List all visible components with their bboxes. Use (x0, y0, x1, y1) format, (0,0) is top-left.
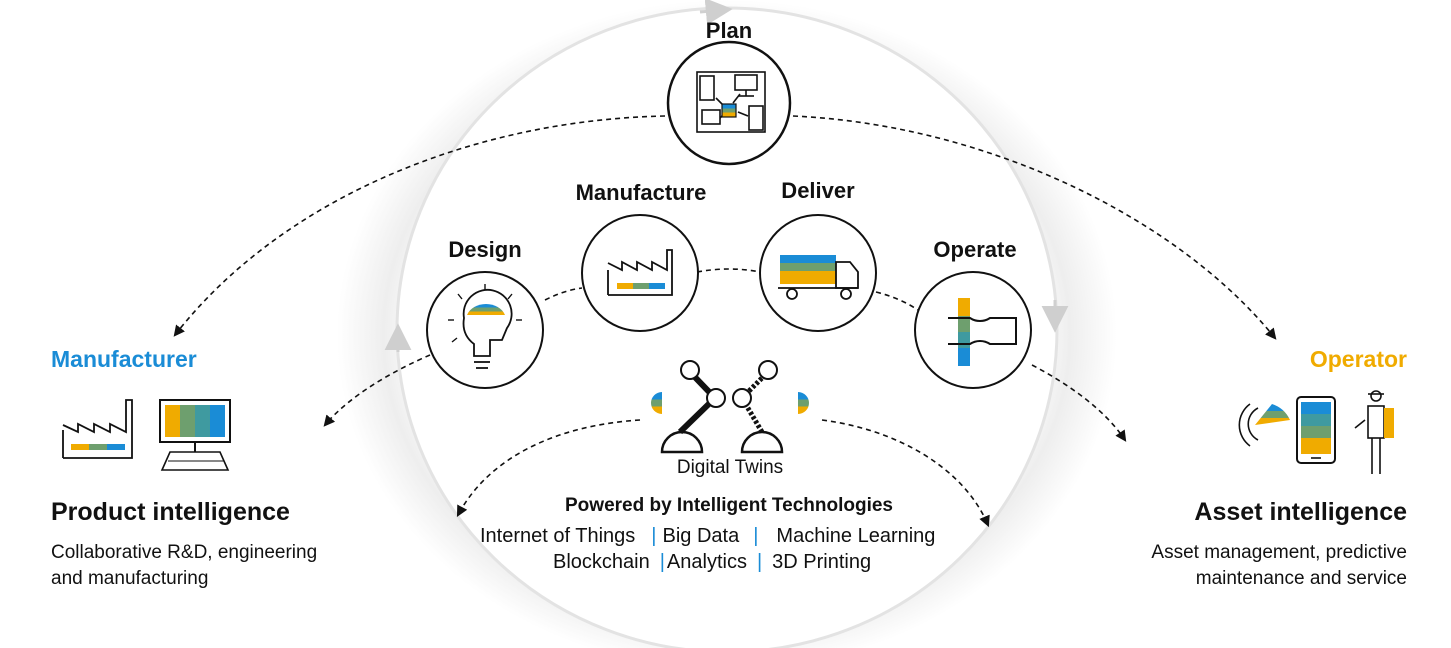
tech-analytics: Analytics (666, 551, 747, 573)
tech-big-data: Big Data (662, 525, 740, 547)
ring-arrow-top (699, 0, 733, 25)
factory-icon (607, 249, 673, 296)
factory-stripe (89, 444, 107, 450)
flow-twins-to-right (821, 419, 990, 528)
stage-plan-label: Plan (705, 18, 753, 43)
product-intelligence-heading: Product intelligence (51, 498, 290, 526)
truck-icon (778, 255, 859, 300)
technologies-row-2: Blockchain|Analytics|3D Printing (553, 551, 872, 573)
operate-node (914, 271, 1032, 389)
robot-right-gripper (798, 392, 809, 414)
stage-manufacture-label: Manufacture (575, 180, 707, 205)
wrench-icon (948, 298, 1017, 366)
operator-title: Operator (1309, 346, 1407, 372)
robot-left-gripper (651, 392, 662, 414)
tech-iot: Internet of Things (480, 525, 636, 547)
stage-deliver-label: Deliver (781, 178, 855, 203)
digital-twins-label: Digital Twins (676, 457, 784, 478)
factory-icon (62, 399, 133, 459)
powered-by-heading: Powered by Intelligent Technologies (565, 495, 893, 516)
flow-deliver-operate (875, 291, 919, 311)
tech-3d-printing: 3D Printing (772, 551, 872, 573)
flow-design-to-manufacturer (323, 354, 431, 427)
flow-operate-to-operator (1031, 364, 1127, 442)
technologies-row-1: Internet of Things|Big Data|Machine Lear… (480, 525, 936, 547)
plan-icon (696, 71, 766, 133)
robot-arms-icon (660, 360, 784, 454)
lightbulb-head-icon (448, 284, 522, 369)
design-node (426, 271, 544, 389)
product-intelligence-desc-1: Collaborative R&D, engineering (51, 542, 318, 563)
product-intelligence-desc-2: and manufacturing (51, 568, 209, 589)
asset-intelligence-desc-1: Asset management, predictive (1151, 542, 1407, 563)
manufacturer-title: Manufacturer (51, 346, 197, 372)
manufacture-node (581, 214, 699, 332)
flow-plan-to-manufacturer (173, 115, 666, 337)
tech-machine-learning: Machine Learning (776, 525, 936, 547)
worker-icon (1354, 390, 1385, 474)
worker-vest (1384, 408, 1394, 438)
deliver-node (759, 214, 877, 332)
stage-design-label: Design (448, 237, 522, 262)
flow-plan-to-operator (792, 115, 1277, 340)
plan-node (666, 40, 792, 166)
signal-icon (1238, 403, 1290, 447)
asset-intelligence-desc-2: maintenance and service (1195, 568, 1407, 589)
tech-blockchain: Blockchain (553, 551, 650, 573)
flow-manufacture-deliver (696, 268, 761, 273)
asset-intelligence-heading: Asset intelligence (1194, 498, 1407, 526)
factory-stripe (107, 444, 125, 450)
flow-design-manufacture (544, 287, 583, 301)
phone-icon (1296, 396, 1336, 464)
monitor-icon (159, 399, 231, 471)
flow-twins-to-left (456, 419, 641, 517)
stage-operate-label: Operate (933, 237, 1017, 262)
